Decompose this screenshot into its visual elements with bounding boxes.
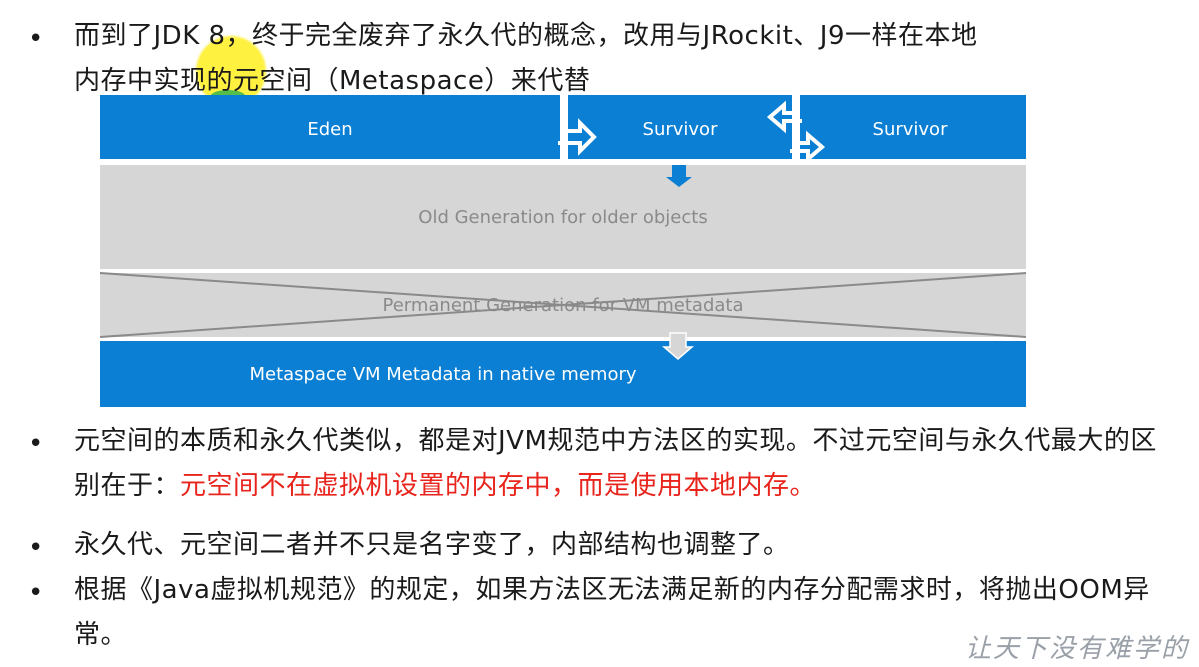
bullet-dot: • [28, 578, 44, 608]
old-gen-block [100, 165, 1026, 269]
survivor-1-label: Survivor [643, 119, 719, 140]
bullet-dot: • [28, 533, 44, 563]
survivor-2-label: Survivor [873, 119, 949, 140]
perm-gen-label: Permanent Generation for VM metadata [382, 295, 743, 316]
paragraph-3: 永久代、元空间二者并不只是名字变了，内部结构也调整了。 [74, 523, 1164, 568]
bullet-dot: • [28, 429, 44, 459]
survivor-swap-arrow-left [766, 99, 802, 134]
metaspace-block [100, 341, 1026, 407]
old-gen-label: Old Generation for older objects [418, 207, 707, 228]
survivor-divider [792, 95, 800, 159]
paragraph-2-text: 元空间的本质和永久代类似，都是对JVM规范中方法区的实现。不过元空间与永久代最大… [74, 426, 1157, 501]
watermark: 让天下没有难学的 [964, 634, 1189, 664]
paragraph-4: 根据《Java虚拟机规范》的规定，如果方法区无法满足新的内存分配需求时，将抛出O… [74, 568, 1164, 658]
paragraph-4-text: 根据《Java虚拟机规范》的规定，如果方法区无法满足新的内存分配需求时，将抛出O… [74, 575, 1150, 650]
eden-to-survivor-arrow [558, 109, 597, 156]
paragraph-3-text: 永久代、元空间二者并不只是名字变了，内部结构也调整了。 [74, 530, 790, 560]
eden-label: Eden [307, 119, 352, 140]
memory-diagram: Eden Survivor Survivor Old Generation fo… [100, 95, 1026, 407]
paragraph-1: 而到了JDK 8，终于完全废弃了永久代的概念，改用与JRockit、J9一样在本… [74, 14, 1164, 104]
memory-diagram-svg: Eden Survivor Survivor Old Generation fo… [100, 95, 1026, 407]
down-arrow-to-metaspace [661, 332, 695, 360]
paragraph-2: 元空间的本质和永久代类似，都是对JVM规范中方法区的实现。不过元空间与永久代最大… [74, 419, 1164, 509]
bullet-dot: • [28, 24, 44, 54]
down-arrow-to-old-gen [666, 165, 692, 187]
paragraph-1-line-1: 而到了JDK 8，终于完全废弃了永久代的概念，改用与JRockit、J9一样在本… [74, 21, 978, 51]
survivor-swap-arrow-right [790, 129, 826, 164]
paragraph-1-line-2: 内存中实现的元空间（Metaspace）来代替 [74, 66, 591, 96]
perm-gen-cross-line-2 [100, 272, 1026, 338]
paragraph-2-red-text: 元空间不在虚拟机设置的内存中，而是使用本地内存。 [180, 471, 817, 501]
metaspace-label: Metaspace VM Metadata in native memory [249, 364, 636, 385]
